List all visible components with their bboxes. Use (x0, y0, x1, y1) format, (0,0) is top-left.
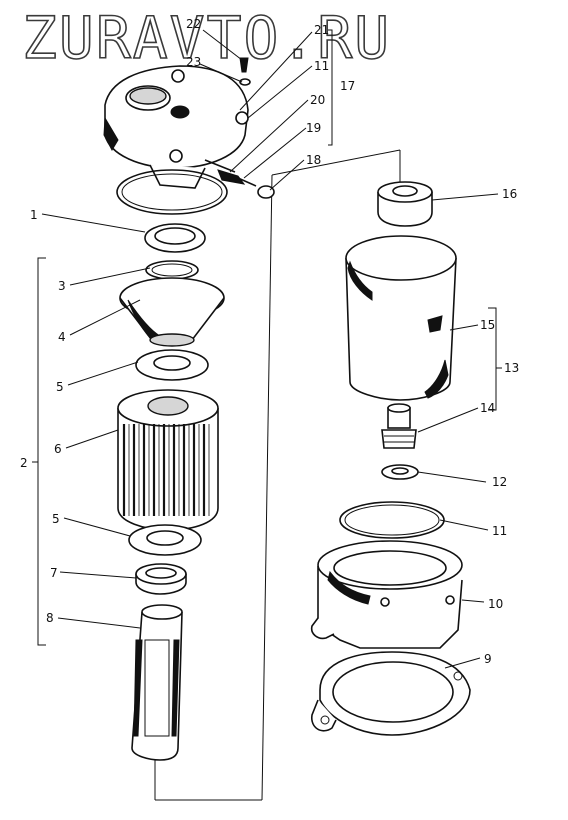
washer-upper-part (135, 349, 209, 381)
cover-part (103, 65, 249, 189)
spring-washer-part (145, 260, 199, 280)
filter-element-part (117, 389, 219, 531)
callout-5-lower: 5 (52, 512, 60, 526)
washer-lower-part (128, 524, 202, 556)
seal-ring-part (144, 223, 206, 253)
gasket-flange-part (311, 651, 471, 736)
funnel-part (119, 277, 225, 347)
nut-part (377, 181, 433, 227)
callout-2: 2 (20, 456, 28, 470)
o-ring-part (339, 501, 445, 539)
callout-7: 7 (50, 566, 58, 580)
callout-16: 16 (502, 187, 517, 201)
group-bracket-17 (328, 29, 333, 146)
valve-fitting-part (381, 403, 417, 449)
callout-22: 22 (186, 17, 201, 31)
callout-23: 23 (186, 55, 201, 69)
callout-11-upper: 11 (314, 59, 329, 73)
callout-19: 19 (306, 121, 321, 135)
callout-18: 18 (306, 153, 321, 167)
small-fasteners-part (217, 57, 275, 199)
callout-8: 8 (46, 611, 54, 625)
ring-part (135, 563, 187, 595)
callout-20: 20 (310, 93, 325, 107)
central-tube-part (131, 604, 183, 761)
base-housing-part (310, 540, 463, 649)
watermark-text: ZURAVTO.RU (22, 4, 391, 72)
callout-5-upper: 5 (56, 380, 64, 394)
small-washer-part (381, 464, 419, 480)
leader-lines (41, 29, 499, 669)
callout-17: 17 (340, 79, 355, 93)
callout-14: 14 (480, 401, 495, 415)
callout-11-lower: 11 (492, 524, 507, 538)
cover-gasket-part (116, 169, 228, 215)
callout-3: 3 (58, 279, 66, 293)
callout-10: 10 (488, 597, 503, 611)
callout-6: 6 (54, 442, 62, 456)
callout-12: 12 (492, 475, 507, 489)
callout-13: 13 (504, 361, 519, 375)
callout-1: 1 (30, 208, 38, 222)
callout-21: 21 (314, 23, 329, 37)
callout-9: 9 (484, 652, 492, 666)
group-bracket-2 (32, 257, 46, 646)
bowl-part (345, 235, 457, 401)
group-bracket-13 (488, 307, 502, 411)
callout-4: 4 (58, 330, 66, 344)
assembly-axis-lines (154, 149, 401, 801)
callout-15: 15 (480, 318, 495, 332)
callout-labels: 1 2 3 4 5 6 5 7 8 9 10 11 12 13 14 15 16… (20, 17, 519, 666)
